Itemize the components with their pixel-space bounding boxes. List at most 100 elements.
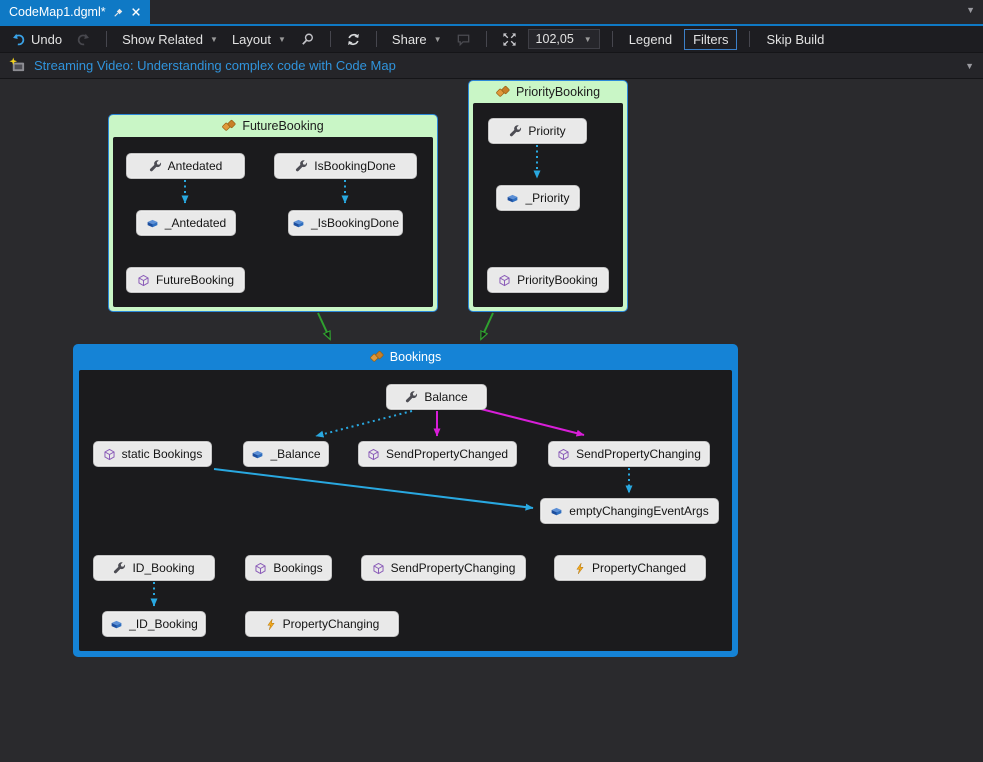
node-emptychangingeventargs[interactable]: emptyChangingEventArgs	[540, 498, 719, 524]
field-cube-icon	[508, 194, 518, 202]
streaming-video-icon	[9, 57, 25, 72]
toolbar-separator	[329, 31, 331, 47]
comment-button-disabled	[453, 30, 474, 49]
refresh-icon	[347, 33, 359, 45]
tab-list-chevron-icon[interactable]: ▼	[966, 5, 975, 15]
toolbar-separator	[749, 31, 751, 47]
redo-button[interactable]	[73, 30, 94, 49]
close-icon[interactable]	[131, 7, 141, 17]
zoom-level-value: 102,05	[535, 32, 574, 46]
share-button[interactable]: Share ▼	[389, 30, 445, 49]
edge-prioritybooking-to-bookings	[480, 312, 494, 339]
group-header[interactable]: PriorityBooking	[469, 81, 627, 102]
node-label: FutureBooking	[155, 273, 235, 287]
field-cube-icon	[111, 620, 122, 628]
node-label: PropertyChanging	[282, 617, 380, 631]
node-label: ID_Booking	[132, 561, 195, 575]
node-label: _Antedated	[164, 216, 227, 230]
node-bookings[interactable]: Bookings	[245, 555, 332, 581]
group-header[interactable]: Bookings	[74, 345, 737, 369]
field-cube-icon	[551, 507, 562, 515]
lightning-icon	[267, 618, 275, 630]
node-label: Bookings	[273, 561, 323, 575]
node-propertychanged[interactable]: PropertyChanged	[554, 555, 706, 581]
node-label: SendPropertyChanging	[576, 447, 701, 461]
group-header[interactable]: FutureBooking	[109, 115, 437, 136]
group-title: Bookings	[389, 350, 442, 364]
zoom-level-combobox[interactable]: 102,05 ▼	[527, 29, 600, 49]
skip-build-button[interactable]: Skip Build	[762, 30, 828, 49]
layout-label: Layout	[231, 31, 271, 47]
node-label: SendPropertyChanged	[385, 447, 509, 461]
node-label: Antedated	[167, 159, 223, 173]
wrench-icon	[149, 159, 161, 171]
refresh-button[interactable]	[343, 30, 364, 49]
node-antedated[interactable]: Antedated	[126, 153, 245, 179]
zoom-to-fit-button[interactable]	[499, 30, 520, 49]
method-cube-icon	[558, 448, 569, 460]
tab-bar: CodeMap1.dgml* ▼	[0, 0, 983, 24]
node-label: _Priority	[525, 191, 570, 205]
wrench-icon	[406, 390, 418, 402]
codemap-toolbar: Undo Show Related▼ Layout▼ Share▼	[0, 26, 983, 53]
node-static-bookings[interactable]: static Bookings	[93, 441, 212, 467]
wrench-icon	[296, 159, 308, 171]
tab-title: CodeMap1.dgml*	[9, 5, 106, 19]
group-title: PriorityBooking	[515, 84, 601, 99]
node-id-booking[interactable]: _ID_Booking	[102, 611, 206, 637]
node-antedated[interactable]: _Antedated	[136, 210, 236, 236]
node-isbookingdone[interactable]: IsBookingDone	[274, 153, 417, 179]
node-sendpropertychanging[interactable]: SendPropertyChanging	[361, 555, 526, 581]
node-label: PriorityBooking	[517, 273, 598, 287]
node-balance[interactable]: _Balance	[243, 441, 329, 467]
wrench-icon	[114, 561, 126, 573]
undo-button[interactable]: Undo	[8, 30, 65, 49]
chevron-down-icon: ▼	[583, 34, 592, 44]
toolbar-separator	[106, 31, 108, 47]
tab-codemap[interactable]: CodeMap1.dgml*	[0, 0, 150, 24]
infobar-chevron-icon[interactable]: ▼	[965, 60, 974, 71]
node-id-booking[interactable]: ID_Booking	[93, 555, 215, 581]
node-isbookingdone[interactable]: _IsBookingDone	[288, 210, 403, 236]
node-balance[interactable]: Balance	[386, 384, 487, 410]
find-in-map-button[interactable]	[297, 30, 318, 49]
class-icon	[496, 85, 510, 97]
edge-futurebooking-to-bookings	[317, 312, 331, 339]
toolbar-separator	[485, 31, 487, 47]
share-label: Share	[391, 31, 427, 47]
streaming-video-link[interactable]: Streaming Video: Understanding complex c…	[34, 58, 396, 73]
node-propertychanging[interactable]: PropertyChanging	[245, 611, 399, 637]
node-sendpropertychanged[interactable]: SendPropertyChanged	[358, 441, 517, 467]
node-priority[interactable]: _Priority	[496, 185, 580, 211]
node-label: Priority	[528, 124, 566, 138]
node-sendpropertychanging[interactable]: SendPropertyChanging	[548, 441, 710, 467]
field-cube-icon	[253, 450, 263, 458]
show-related-button[interactable]: Show Related▼	[119, 30, 221, 49]
chevron-down-icon: ▼	[433, 34, 442, 44]
node-label: _Balance	[270, 447, 321, 461]
undo-label: Undo	[31, 31, 63, 47]
class-icon	[222, 119, 236, 131]
active-tab-accent-line	[0, 24, 983, 26]
node-priority[interactable]: Priority	[488, 118, 587, 144]
node-prioritybooking[interactable]: PriorityBooking	[487, 267, 609, 293]
pin-icon[interactable]	[113, 7, 124, 18]
group-title: FutureBooking	[242, 118, 324, 133]
layout-button[interactable]: Layout▼	[229, 30, 289, 49]
toolbar-separator	[611, 31, 613, 47]
toolbar-separator	[375, 31, 377, 47]
undo-icon	[13, 33, 25, 45]
zoom-fit-icon	[502, 32, 516, 46]
show-related-label: Show Related	[122, 31, 204, 47]
field-cube-icon	[293, 219, 304, 227]
filters-button[interactable]: Filters	[684, 28, 738, 50]
node-label: PropertyChanged	[591, 561, 687, 575]
field-cube-icon	[147, 219, 158, 227]
search-icon	[302, 33, 313, 45]
wrench-icon	[510, 124, 522, 136]
legend-button[interactable]: Legend	[625, 30, 676, 49]
node-label: emptyChangingEventArgs	[569, 504, 709, 518]
node-futurebooking[interactable]: FutureBooking	[126, 267, 245, 293]
method-cube-icon	[104, 448, 115, 460]
